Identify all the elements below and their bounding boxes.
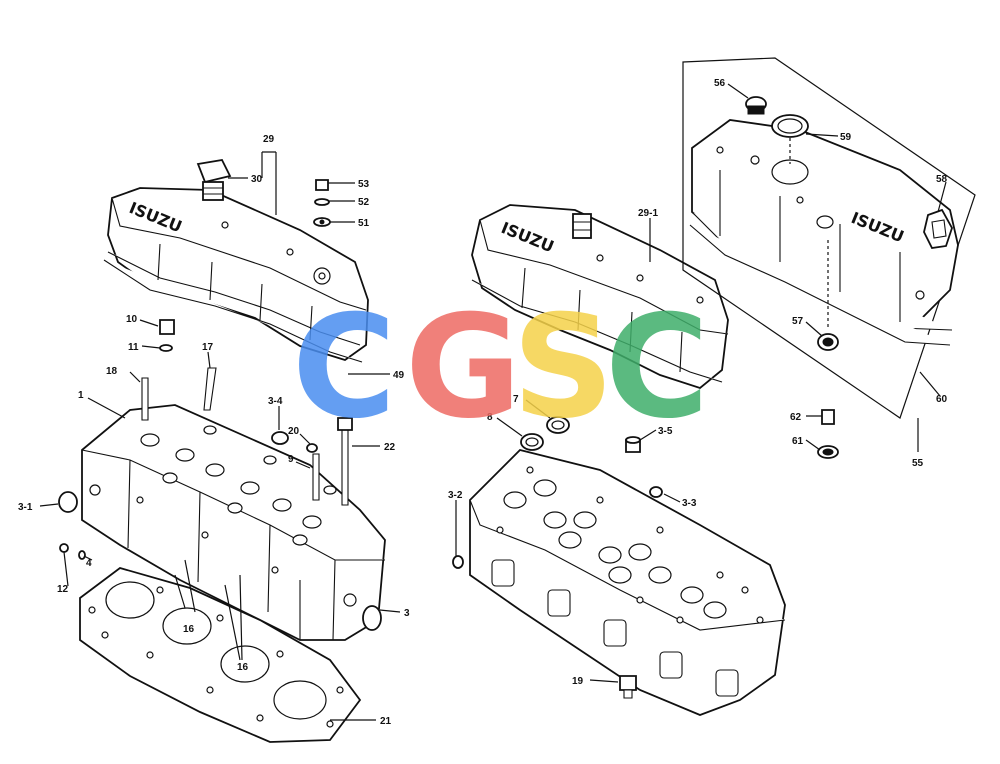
label-51: 51 (358, 218, 370, 229)
label-3-1: 3-1 (18, 502, 33, 513)
plug-3-2 (452, 555, 464, 569)
label-58: 58 (936, 174, 948, 185)
label-49: 49 (393, 370, 405, 381)
seal-57 (817, 333, 839, 351)
label-61: 61 (792, 436, 804, 447)
rocker-cover-left: ISUZU (103, 187, 369, 363)
watermark: C G S C (292, 285, 709, 450)
bolt-61-62 (817, 409, 839, 459)
rocker-cover-right: ISUZU (689, 119, 959, 346)
plate-58 (923, 208, 953, 249)
seal-rings-7-8 (520, 416, 570, 451)
label-17: 17 (202, 342, 214, 353)
label-29-1: 29-1 (638, 208, 658, 219)
label-22: 22 (384, 442, 396, 453)
bolt-19 (619, 675, 637, 699)
label-4: 4 (86, 558, 92, 569)
cylinder-head-left (81, 367, 386, 641)
head-middle-side-ports (491, 559, 739, 697)
boxed-assembly-55: ISUZU (682, 57, 976, 419)
label-20: 20 (288, 426, 300, 437)
label-16-a: 16 (183, 624, 195, 635)
label-7: 7 (513, 394, 519, 405)
label-56: 56 (714, 78, 726, 89)
watermark-letter-c1: C (292, 285, 396, 450)
cap-56 (745, 96, 767, 115)
label-1: 1 (78, 390, 84, 401)
plug-3-3 (649, 486, 663, 498)
expansion-plugs (58, 491, 382, 631)
label-60: 60 (936, 394, 948, 405)
label-3-2: 3-2 (448, 490, 463, 501)
label-53: 53 (358, 179, 370, 190)
label-19: 19 (572, 676, 584, 687)
watermark-letter-g: G (405, 285, 522, 450)
label-52: 52 (358, 197, 370, 208)
label-8: 8 (487, 412, 493, 423)
label-16-b: 16 (237, 662, 249, 673)
plug-3-5 (625, 436, 641, 453)
label-12: 12 (57, 584, 69, 595)
label-3-3: 3-3 (682, 498, 697, 509)
watermark-letter-c2: C (605, 285, 709, 450)
label-3-5: 3-5 (658, 426, 673, 437)
cover-bolt-assembly (313, 179, 331, 227)
rocker-cover-middle: ISUZU (471, 204, 729, 390)
label-57: 57 (792, 316, 804, 327)
watermark-letter-s: S (512, 285, 614, 450)
ring-59 (771, 114, 809, 138)
label-21: 21 (380, 716, 392, 727)
oil-filler-cap (196, 159, 232, 201)
head-gasket (79, 567, 362, 743)
leader-lines (39, 83, 947, 721)
label-3: 3 (404, 608, 410, 619)
label-62: 62 (790, 412, 802, 423)
label-9: 9 (288, 454, 294, 465)
label-3-4: 3-4 (268, 396, 283, 407)
label-11: 11 (128, 342, 139, 353)
label-29: 29 (263, 134, 275, 145)
label-59: 59 (840, 132, 852, 143)
label-18: 18 (106, 366, 118, 377)
label-30: 30 (251, 174, 263, 185)
head-middle-ports (496, 466, 764, 624)
head-ports (89, 425, 357, 607)
cylinder-head-middle (469, 449, 786, 716)
part-labels: 29 30 53 52 51 10 11 17 18 49 1 3-4 20 2… (18, 78, 948, 727)
label-10: 10 (126, 314, 138, 325)
label-55: 55 (912, 458, 924, 469)
plug-10-11 (159, 319, 175, 352)
